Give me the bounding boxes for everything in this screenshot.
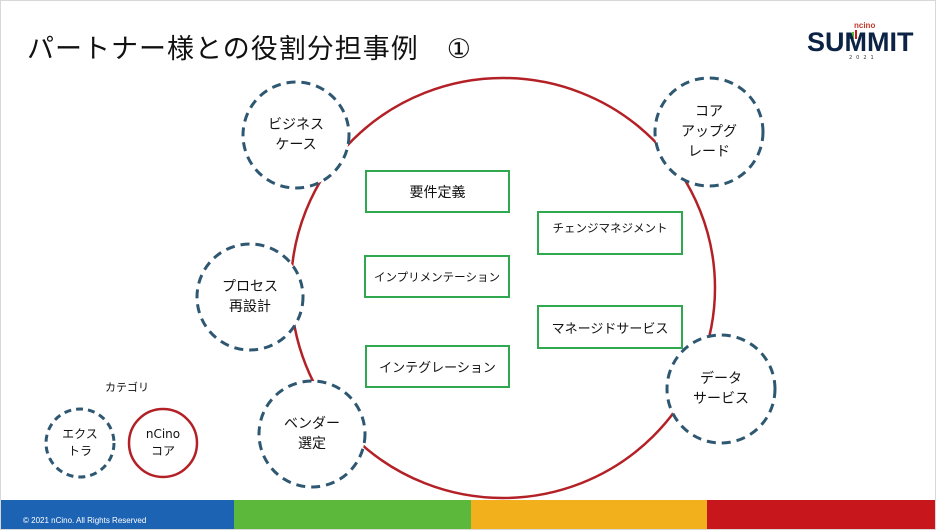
- change-management-box: チェンジマネジメント: [537, 211, 683, 255]
- core-upgrade-label: コア アップグ レード: [659, 93, 759, 171]
- business-case-text: ビジネス ケース: [268, 117, 324, 153]
- logo-summit-text: SUMMIT: [807, 27, 914, 57]
- footer-green-segment: [234, 500, 471, 529]
- business-case-circle: [241, 80, 351, 190]
- core-upgrade-circle: [653, 76, 765, 188]
- core-upgrade-text: コア アップグ レード: [681, 104, 737, 160]
- data-service-label: データ サービス: [671, 350, 771, 428]
- legend-category-label: カテゴリ: [105, 381, 149, 394]
- legend-extra-circle: [44, 407, 116, 479]
- integration-box: インテグレーション: [365, 345, 510, 388]
- process-redesign-circle: [195, 242, 305, 352]
- legend-ncino-core-circle: [127, 407, 199, 479]
- footer-color-band: [1, 500, 935, 529]
- vendor-selection-circle: [257, 379, 367, 489]
- footer-red-segment: [707, 500, 935, 529]
- footer-copyright: © 2021 nCino. All Rights Reserved: [23, 516, 147, 525]
- ncino-summit-logo: ncino SUMMIT 2021: [807, 21, 919, 63]
- legend-extra-text: エクス トラ: [62, 427, 98, 458]
- legend-extra-label: エクス トラ: [46, 419, 114, 467]
- process-redesign-text: プロセス 再設計: [222, 279, 278, 315]
- data-service-circle: [665, 333, 777, 445]
- process-redesign-label: プロセス 再設計: [200, 258, 300, 336]
- legend-ncino-core-label: nCino コア: [129, 419, 197, 467]
- implementation-box: インプリメンテーション: [364, 255, 510, 298]
- slide-title: パートナー様との役割分担事例 ①: [27, 34, 472, 65]
- logo-ncino-text: ncino: [854, 21, 876, 30]
- logo-year-text: 2021: [849, 55, 878, 61]
- vendor-selection-label: ベンダー 選定: [262, 395, 362, 473]
- business-case-label: ビジネス ケース: [246, 96, 346, 174]
- data-service-text: データ サービス: [693, 371, 749, 407]
- footer-blue-segment: [1, 500, 234, 529]
- requirements-box: 要件定義: [365, 170, 510, 213]
- legend-ncino-core-text: nCino コア: [145, 427, 181, 458]
- logo-bars-icon: [849, 30, 857, 39]
- managed-service-box: マネージドサービス: [537, 305, 683, 349]
- vendor-selection-text: ベンダー 選定: [284, 416, 340, 452]
- footer-yellow-segment: [471, 500, 707, 529]
